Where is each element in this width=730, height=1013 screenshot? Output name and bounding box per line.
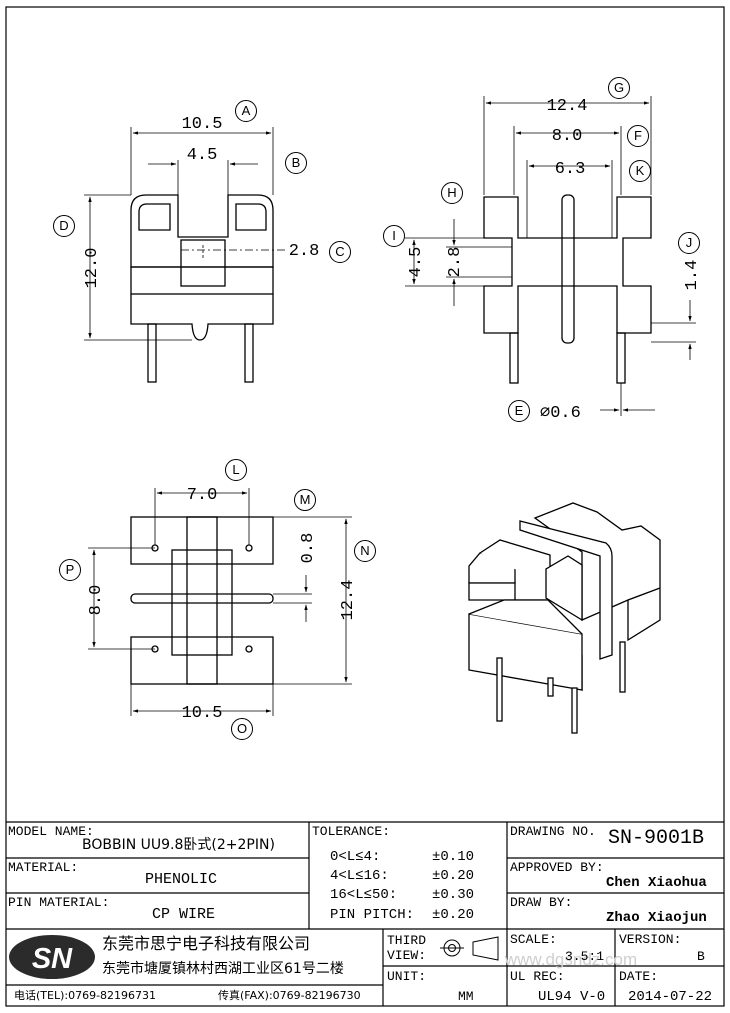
- callout-o: O: [231, 718, 253, 740]
- dim-O-value: 10.5: [182, 704, 223, 723]
- ul-rec-label: UL REC:: [510, 969, 565, 984]
- company-address: 东莞市塘厦镇林村西湖工业区61号二楼: [102, 961, 344, 977]
- company-name: 东莞市思宁电子科技有限公司: [102, 934, 311, 953]
- callout-h: H: [441, 182, 463, 204]
- tolerance-value-2: ±0.20: [432, 868, 475, 884]
- side-view: [483, 194, 652, 384]
- dim-P-value: 8.0: [87, 585, 106, 616]
- page-border: [5, 6, 725, 1007]
- draw-by-label: DRAW BY:: [510, 895, 573, 910]
- scale-label: SCALE:: [510, 932, 557, 947]
- top-view: [130, 516, 274, 685]
- callout-b: B: [285, 152, 307, 174]
- callout-c: C: [329, 241, 351, 263]
- company-logo-text: SN: [32, 943, 73, 975]
- dim-A-value: 10.5: [182, 115, 223, 134]
- callout-g: G: [608, 77, 630, 99]
- dim-M-value: 0.8: [299, 533, 318, 564]
- tolerance-range-2: 4<L≤16:: [330, 868, 389, 884]
- dim-C-value: 2.8: [289, 242, 320, 261]
- company-logo: SN: [9, 935, 95, 979]
- callout-l: L: [225, 459, 247, 481]
- callout-m: M: [294, 489, 316, 511]
- top-view-dims: [88, 488, 352, 716]
- material-value: PHENOLIC: [145, 871, 218, 888]
- dim-B-value: 4.5: [187, 146, 218, 165]
- callout-a: A: [235, 100, 257, 122]
- dim-E-value: ⌀0.6: [540, 404, 581, 423]
- callout-n: N: [354, 540, 376, 562]
- dim-I-value: 2.8: [446, 247, 465, 278]
- model-name: BOBBIN UU9.8卧式(2+2PIN): [82, 837, 275, 853]
- date-value: 2014-07-22: [628, 989, 713, 1005]
- isometric-view: [468, 502, 661, 734]
- unit-label: UNIT:: [387, 969, 427, 984]
- watermark: www.dgsndz.com: [504, 950, 637, 969]
- third-angle-projection-icon: [440, 936, 499, 961]
- drawing-no-value: SN-9001B: [608, 827, 705, 850]
- model-name-label: MODEL NAME:: [8, 824, 94, 839]
- dim-H-value: 4.5: [407, 247, 426, 278]
- approved-by-value: Chen Xiaohua: [606, 875, 707, 891]
- date-label: DATE:: [619, 969, 659, 984]
- draw-by-value: Zhao Xiaojun: [606, 910, 707, 926]
- dim-J-value: 1.4: [683, 260, 702, 291]
- tolerance-range-1: 0<L≤4:: [330, 849, 381, 865]
- dim-G-value: 12.4: [547, 97, 588, 116]
- callout-i: I: [383, 225, 405, 247]
- callout-d: D: [53, 215, 75, 237]
- dim-N-value: 12.4: [339, 580, 358, 621]
- unit-value: MM: [458, 989, 474, 1004]
- approved-by-label: APPROVED BY:: [510, 860, 604, 875]
- version-label: VERSION:: [619, 932, 682, 947]
- callout-f: F: [627, 125, 649, 147]
- tolerance-value-1: ±0.10: [432, 849, 475, 865]
- tolerance-label: TOLERANCE:: [312, 824, 391, 839]
- company-tel: 电话(TEL):0769-82196731: [14, 989, 157, 1002]
- drawing-no-label: DRAWING NO.: [510, 824, 596, 839]
- dim-F-value: 8.0: [552, 127, 583, 146]
- tolerance-value-4: ±0.20: [432, 907, 475, 923]
- tolerance-range-3: 16<L≤50:: [330, 887, 398, 903]
- callout-j: J: [678, 232, 700, 254]
- callout-e: E: [508, 400, 530, 422]
- pin-material-value: CP WIRE: [152, 906, 216, 923]
- front-view-dims: [84, 127, 285, 341]
- ul-rec-value: UL94 V-0: [538, 989, 606, 1005]
- tolerance-range-4: PIN PITCH:: [330, 907, 415, 923]
- callout-p: P: [59, 559, 81, 581]
- company-fax: 传真(FAX):0769-82196730: [218, 989, 361, 1002]
- third-view-label-2: VIEW:: [387, 948, 427, 963]
- dim-K-value: 6.3: [555, 160, 586, 179]
- material-label: MATERIAL:: [8, 860, 79, 875]
- dim-D-value: 12.0: [83, 248, 102, 289]
- side-view-dims: [405, 96, 696, 416]
- dim-L-value: 7.0: [187, 486, 218, 505]
- third-view-label-1: THIRD: [387, 933, 427, 948]
- front-view: [130, 194, 274, 383]
- callout-k: K: [629, 160, 651, 182]
- title-block-grid: [6, 821, 724, 1006]
- scale-value: 3.5:1: [565, 949, 605, 964]
- version-value: B: [697, 949, 705, 964]
- pin-material-label: PIN MATERIAL:: [8, 895, 110, 910]
- tolerance-value-3: ±0.30: [432, 887, 475, 903]
